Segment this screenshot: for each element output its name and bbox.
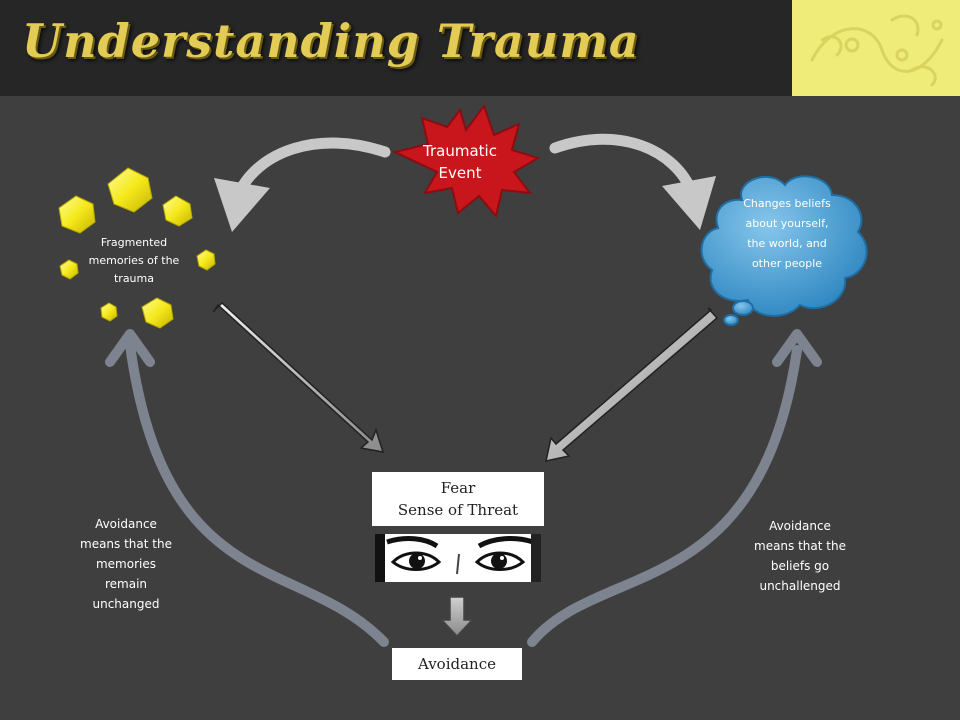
avoidance-box: Avoidance: [392, 648, 522, 680]
hexagon-shape: [196, 249, 216, 271]
avoidance-arrow-left: [105, 329, 389, 647]
down-arrow: [440, 596, 474, 638]
page-title: Understanding Trauma: [22, 14, 640, 68]
sense-of-threat-label: Sense of Threat: [397, 501, 519, 519]
hexagon-shape: [162, 195, 193, 227]
curved-arrow-right: [549, 133, 716, 230]
avoidance-memories-label: Avoidance means that the memories remain…: [80, 517, 172, 611]
fragmented-memories-label: Fragmented memories of the trauma: [88, 236, 180, 285]
cloud-shape: [700, 175, 868, 326]
changes-beliefs-label: Changes beliefs about yourself, the worl…: [743, 197, 831, 270]
starburst-shape: [392, 103, 541, 219]
eyes-image: [375, 534, 541, 582]
ornament-image: [792, 0, 960, 96]
diagonal-arrow-right: [545, 307, 719, 462]
hexagon-shape: [100, 302, 118, 322]
avoidance-beliefs-label: Avoidance means that the beliefs go unch…: [754, 519, 846, 593]
fear-box: Fear Sense of Threat: [372, 472, 544, 526]
curved-arrow-left: [214, 137, 391, 232]
hexagon-shape: [107, 167, 153, 213]
fear-label: Fear: [440, 479, 476, 497]
hexagon-cluster: [58, 167, 216, 329]
hexagon-shape: [59, 259, 79, 280]
hexagon-shape: [141, 297, 174, 329]
diagonal-arrow-left: [212, 301, 385, 453]
hexagon-shape: [58, 195, 96, 234]
traumatic-event-label: Traumatic Event: [423, 142, 497, 182]
avoidance-arrow-right: [527, 329, 822, 647]
